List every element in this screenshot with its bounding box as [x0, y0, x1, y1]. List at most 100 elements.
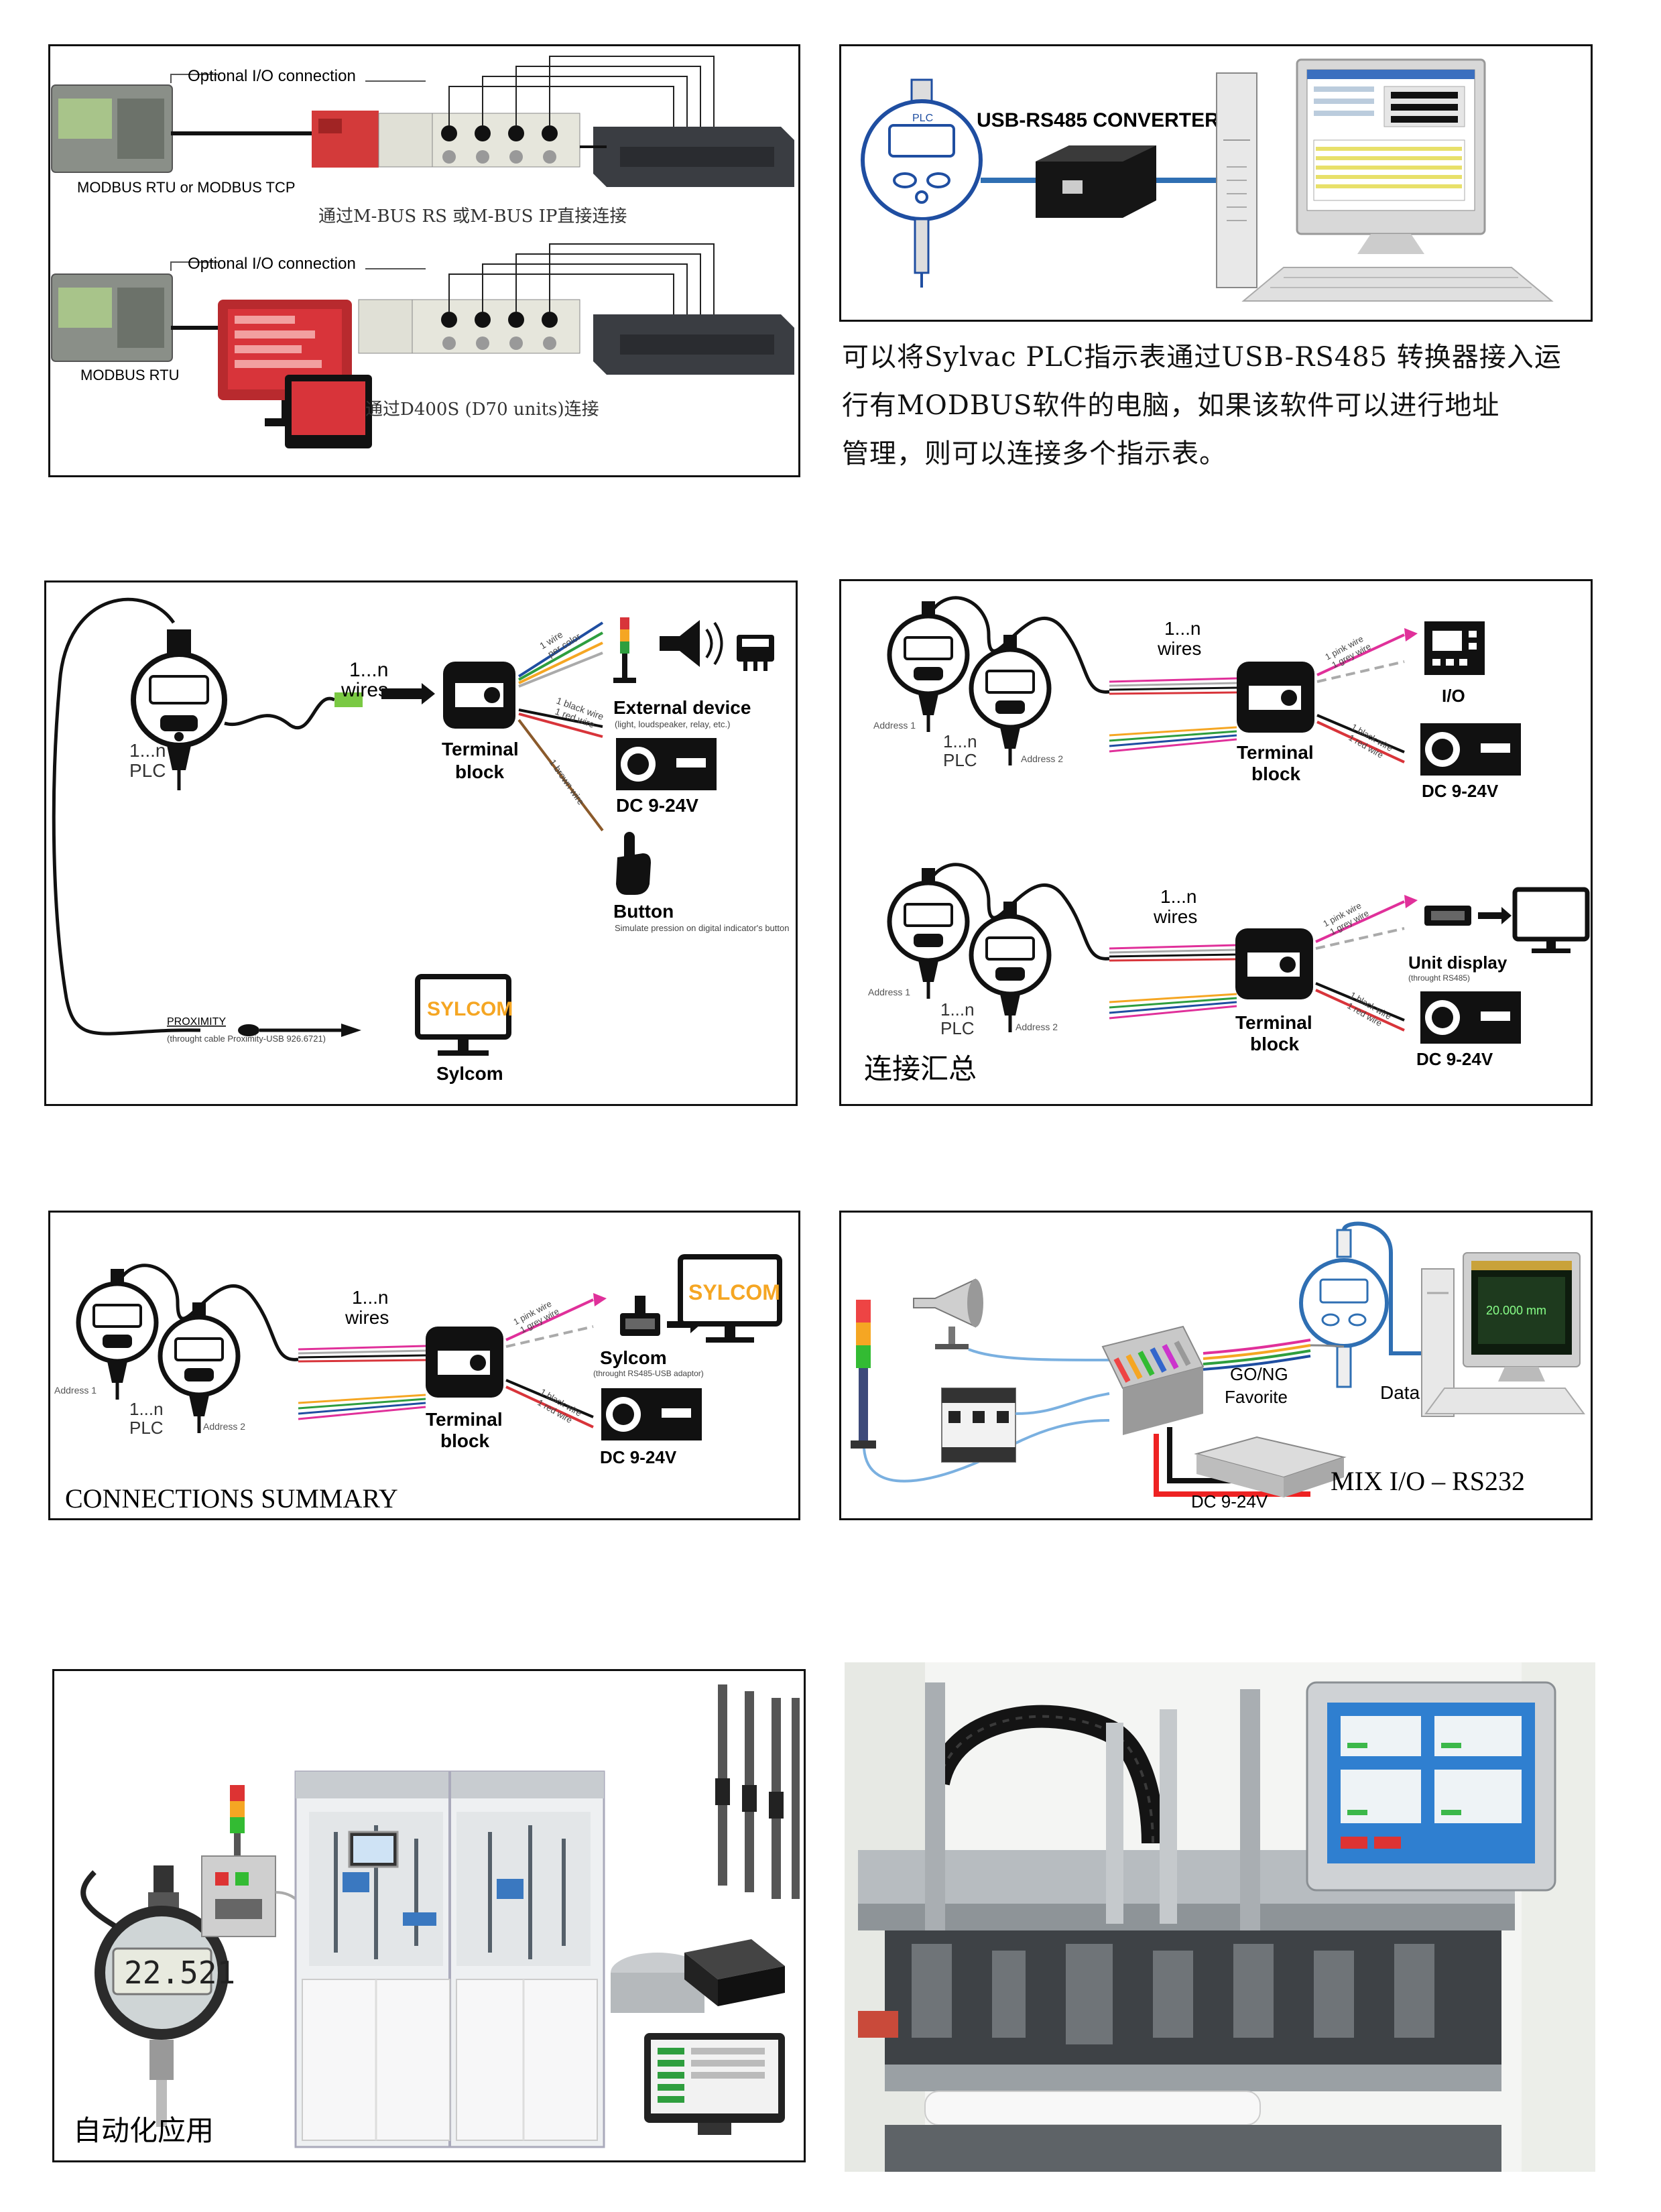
black-wire — [505, 1379, 594, 1418]
digital-indicator — [131, 629, 227, 790]
red-wire — [505, 1386, 594, 1428]
io-wires-2 — [448, 243, 715, 314]
wires-count-label: 1...n — [349, 659, 388, 681]
power-supply-icon — [601, 1388, 702, 1440]
automation-illustration: 22.521 — [73, 1684, 800, 2148]
plc-label: PLC — [129, 1418, 164, 1438]
automation-machine — [294, 1770, 605, 2148]
terminal-block — [426, 1327, 503, 1398]
wires-label: wires — [345, 1307, 389, 1328]
digital-indicator: PLC — [861, 78, 983, 288]
plc-label: PLC — [943, 750, 977, 770]
grey-wire — [505, 1325, 594, 1348]
probe-sensors — [715, 1684, 800, 1899]
d400s-screen-rows — [235, 316, 322, 368]
terminal-label-2: block — [1250, 1034, 1300, 1054]
io-label: I/O — [1442, 686, 1465, 706]
arrow-to-terminal — [381, 683, 435, 704]
terminal-block — [1235, 928, 1313, 999]
indicator-address-1 — [887, 601, 970, 732]
arrow-to-display — [1478, 907, 1512, 924]
digital-indicator-rs232 — [1299, 1229, 1389, 1388]
pink-arrow — [1404, 895, 1418, 908]
plc-count-label: 1...n — [129, 1399, 164, 1419]
terminal-label-2: block — [440, 1430, 490, 1451]
terminal-block — [443, 662, 515, 729]
relay-cable — [1015, 1392, 1110, 1415]
software-window-rows — [1314, 86, 1374, 116]
plc-count-label: 1...n — [943, 731, 977, 751]
terminal-label-2: block — [1251, 763, 1301, 784]
plc-count-label: 1...n — [129, 740, 166, 761]
plc-label: PLC — [940, 1018, 975, 1038]
button-label: Button — [613, 901, 674, 922]
dc-power-label: DC 9-24V — [1422, 781, 1499, 801]
terminal-block — [1237, 662, 1314, 733]
digital-indicator-photo: 22.521 — [80, 1865, 235, 2127]
terminal-dots-2 — [441, 312, 558, 328]
indicator-address-1 — [76, 1269, 159, 1400]
indicator-cable — [224, 696, 336, 730]
power-supply-icon — [1420, 991, 1521, 1044]
summary-cn-caption: 连接汇总 — [864, 1052, 977, 1085]
pc-computer-icon: 20.000 mm — [1421, 1252, 1585, 1417]
unit-display-label: Unit display — [1408, 953, 1508, 973]
terminal-a-1 — [378, 113, 433, 168]
indicator-address-2 — [969, 902, 1052, 1032]
desktop-computer — [1216, 58, 1554, 302]
gateway-port — [318, 119, 342, 133]
sylcom-monitor-icon — [678, 1254, 782, 1343]
proximity-sub: (throught cable Proximity-USB 926.6721) — [167, 1034, 326, 1044]
row2-modbus-label: MODBUS RTU — [80, 367, 180, 383]
mix-io-caption: MIX I/O – RS232 — [1331, 1466, 1525, 1496]
address-1-label: Address 1 — [868, 987, 910, 997]
power-supply-icon — [1420, 723, 1521, 776]
terminal-dots-1 — [441, 125, 558, 141]
plc-screen-2 — [58, 288, 112, 328]
grey-wire — [1315, 927, 1405, 950]
wires-count-label: 1...n — [1160, 886, 1196, 907]
output-wires — [1203, 1339, 1311, 1371]
input-wires — [1109, 944, 1237, 1020]
plc-label: PLC — [129, 760, 166, 781]
unit-display-monitor-icon — [1512, 887, 1590, 953]
terminal-label-1: Terminal — [426, 1409, 503, 1430]
panel-usb-converter: PLC USB-RS485 CONVERTER — [839, 44, 1593, 322]
rs232-cable — [1342, 1221, 1431, 1355]
relay-icon — [737, 635, 774, 671]
optional-line — [170, 74, 218, 83]
sylcom-sub: (throught RS485-USB adaptor) — [593, 1369, 704, 1378]
pc-screen-value: 20.000 mm — [1486, 1304, 1546, 1317]
pink-wire — [1315, 900, 1405, 943]
mix-io-diagram: GO/NG Favorite DC 9-24V Data 20. — [851, 1221, 1585, 1512]
converter-title: USB-RS485 CONVERTER — [977, 109, 1219, 131]
siren-cable — [968, 1348, 1110, 1361]
panel-wiring-single: 1...n PLC 1...n wires Terminal block 1 w… — [44, 580, 798, 1106]
go-ng-label: GO/NG — [1230, 1364, 1288, 1384]
row1-group: Optional I/O connection MODBUS RTU or MO… — [51, 56, 794, 227]
dc-power-label: DC 9-24V — [600, 1447, 677, 1467]
dc-power-supply-icon — [1194, 1436, 1347, 1497]
d400s-small-screen — [292, 381, 365, 435]
pink-wire — [505, 1298, 594, 1341]
input-wires — [298, 1345, 426, 1420]
row1-optional-label: Optional I/O connection — [188, 67, 356, 85]
indicator-address-1 — [887, 868, 970, 999]
siren-icon — [913, 1278, 983, 1349]
indicator-address-2 — [969, 635, 1052, 765]
indicator-address-2 — [158, 1302, 241, 1433]
connections-summary-caption: CONNECTIONS SUMMARY — [65, 1483, 398, 1514]
panel-automation: 22.521 — [52, 1669, 806, 2162]
panel-summary-cn: Address 1 Address 2 1...n PLC 1...n wire… — [839, 579, 1593, 1106]
indicator-cable — [115, 1264, 299, 1361]
favorite-label: Favorite — [1225, 1387, 1288, 1407]
proximity-label: PROXIMITY — [167, 1016, 226, 1028]
address-2-label: Address 2 — [1021, 753, 1063, 764]
arrow-to-sylcom — [341, 1024, 361, 1037]
modbus-diagram: Optional I/O connection MODBUS RTU or MO… — [51, 56, 794, 448]
panel-mix-io: GO/NG Favorite DC 9-24V Data 20. — [839, 1211, 1593, 1520]
converter-description: 可以将Sylvac PLC指示表通过USB-RS485 转换器接入运 行有MOD… — [842, 333, 1599, 478]
input-wires — [1109, 677, 1237, 753]
row1-caption: 通过M-BUS RS 或M-BUS IP直接连接 — [318, 206, 627, 227]
desc-line-3: 管理，则可以连接多个指示表。 — [842, 438, 1227, 469]
